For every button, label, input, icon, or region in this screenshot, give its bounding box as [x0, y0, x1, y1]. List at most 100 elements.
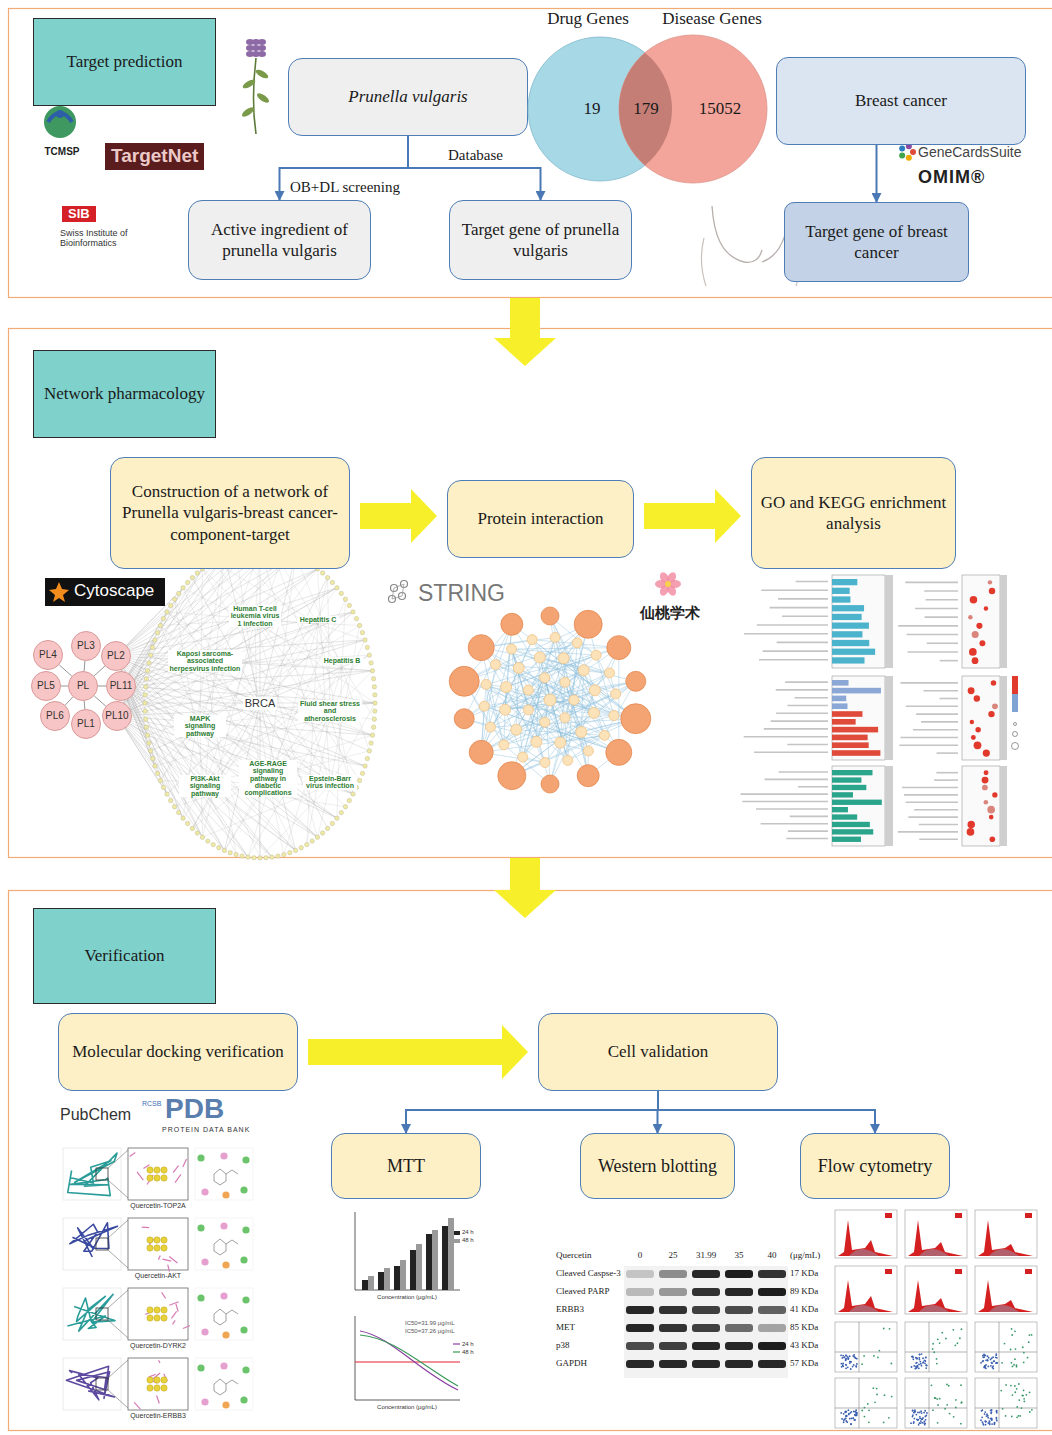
axis-text-mark	[907, 634, 958, 636]
node-text: Molecular docking verification	[64, 1041, 291, 1062]
chart-strip	[1000, 766, 1007, 846]
network-dot	[147, 741, 151, 745]
figure-label: Quercetin	[556, 1250, 591, 1261]
figure-label: Concentration (μg/mL)	[377, 1404, 437, 1411]
residue-dot	[197, 1364, 204, 1371]
residue-stick	[173, 1166, 178, 1173]
scatter-dot	[1011, 1334, 1013, 1336]
connector-label: Database	[448, 146, 503, 164]
network-dot	[330, 821, 334, 825]
ppi-node	[588, 707, 599, 718]
blot-band	[626, 1360, 654, 1368]
plant-leaf	[254, 68, 269, 80]
network-line	[117, 716, 248, 857]
histogram-marker	[955, 1269, 962, 1274]
figure-label: Quercetin-AKT	[135, 1272, 181, 1280]
network-line	[116, 656, 272, 857]
axis-text-mark	[919, 824, 958, 826]
scatter-dot	[996, 1362, 998, 1364]
scatter-dot	[982, 1355, 984, 1357]
scatter-dot	[926, 1365, 928, 1367]
blot-band	[626, 1342, 654, 1350]
residue-stick	[134, 1402, 140, 1409]
ppi-node	[527, 635, 537, 645]
scatter-dot	[1021, 1395, 1023, 1397]
section-panel	[9, 329, 1052, 858]
scatter-dot	[1011, 1394, 1013, 1396]
network-dot	[347, 603, 351, 607]
set-title: Disease Genes	[662, 9, 762, 29]
scatter-dot	[911, 1356, 913, 1358]
source-box: Prunella vulgaris	[288, 58, 528, 136]
figure-label: Concentration (μg/mL)	[377, 1294, 437, 1301]
scatter-dot	[991, 1419, 993, 1421]
ppi-node	[576, 727, 587, 738]
scatter-dot	[944, 1408, 946, 1410]
scatter-dot	[850, 1417, 852, 1419]
chart-strip	[1000, 575, 1007, 668]
blot-band	[725, 1270, 753, 1278]
ppi-node	[511, 724, 522, 735]
scatter-dot	[845, 1415, 847, 1417]
node-text: PL1	[69, 718, 103, 731]
residue-dot	[242, 1366, 249, 1373]
zoom-line	[108, 1320, 128, 1338]
blot-band	[758, 1306, 786, 1314]
scatter-dot	[955, 1399, 957, 1401]
network-dot	[168, 798, 172, 802]
scatter-dot	[1013, 1364, 1015, 1366]
residue-stick	[169, 1257, 177, 1263]
chart-dot	[988, 580, 992, 584]
scatter-dot	[996, 1410, 998, 1412]
chart-bar	[832, 829, 873, 834]
scatter-dot	[924, 1362, 926, 1364]
chart-dot	[971, 735, 976, 740]
histogram-peak	[989, 1249, 1019, 1256]
scatter-dot	[984, 1420, 986, 1422]
figure-label: SIB	[62, 206, 96, 222]
ppi-node	[605, 668, 615, 678]
chart-bar	[832, 596, 850, 602]
ligand-atom	[161, 1377, 167, 1383]
scatter-dot	[987, 1355, 989, 1357]
scatter-dot	[982, 1356, 984, 1358]
axis-text-mark	[916, 713, 958, 715]
scatter-dot	[1031, 1334, 1033, 1336]
ligand-atom	[147, 1315, 153, 1321]
network-lines	[116, 548, 375, 858]
histogram-marker	[885, 1213, 892, 1218]
residue-dot	[240, 1186, 247, 1193]
network-dot	[360, 771, 364, 775]
logo-icon	[899, 153, 905, 159]
network-dot	[367, 749, 371, 753]
scatter-dot	[982, 1360, 984, 1362]
scatter-dot	[939, 1398, 941, 1400]
scatter-dot	[1000, 1390, 1002, 1392]
blot-band	[758, 1342, 786, 1350]
plant-flower	[258, 45, 266, 51]
blot-band	[659, 1342, 687, 1350]
scatter-dot	[1001, 1362, 1003, 1364]
scatter-frame	[835, 1322, 897, 1372]
quadrant-line	[905, 1378, 967, 1428]
scatter-dot	[1027, 1357, 1029, 1359]
node-text: Protein interaction	[469, 508, 611, 529]
ligand-atom	[154, 1175, 160, 1181]
histogram-frame	[905, 1210, 967, 1258]
process-box: Target gene of breast cancer	[784, 202, 969, 282]
scatter-dot	[1016, 1388, 1018, 1390]
logo-icon	[56, 110, 64, 118]
scatter-dot	[854, 1419, 856, 1421]
histogram-peak	[989, 1305, 1019, 1312]
chart-dot	[982, 777, 989, 784]
chart-bar	[426, 1234, 432, 1290]
plant-flower	[258, 39, 266, 45]
legend-swatch	[454, 1239, 460, 1243]
network-dot	[150, 756, 154, 760]
scatter-dot	[980, 1362, 982, 1364]
scatter-dot	[852, 1355, 854, 1357]
node-text: PL3	[69, 640, 103, 653]
scatter-dot	[957, 1342, 959, 1344]
scatter-dot	[937, 1422, 939, 1424]
network-dot	[148, 749, 152, 753]
